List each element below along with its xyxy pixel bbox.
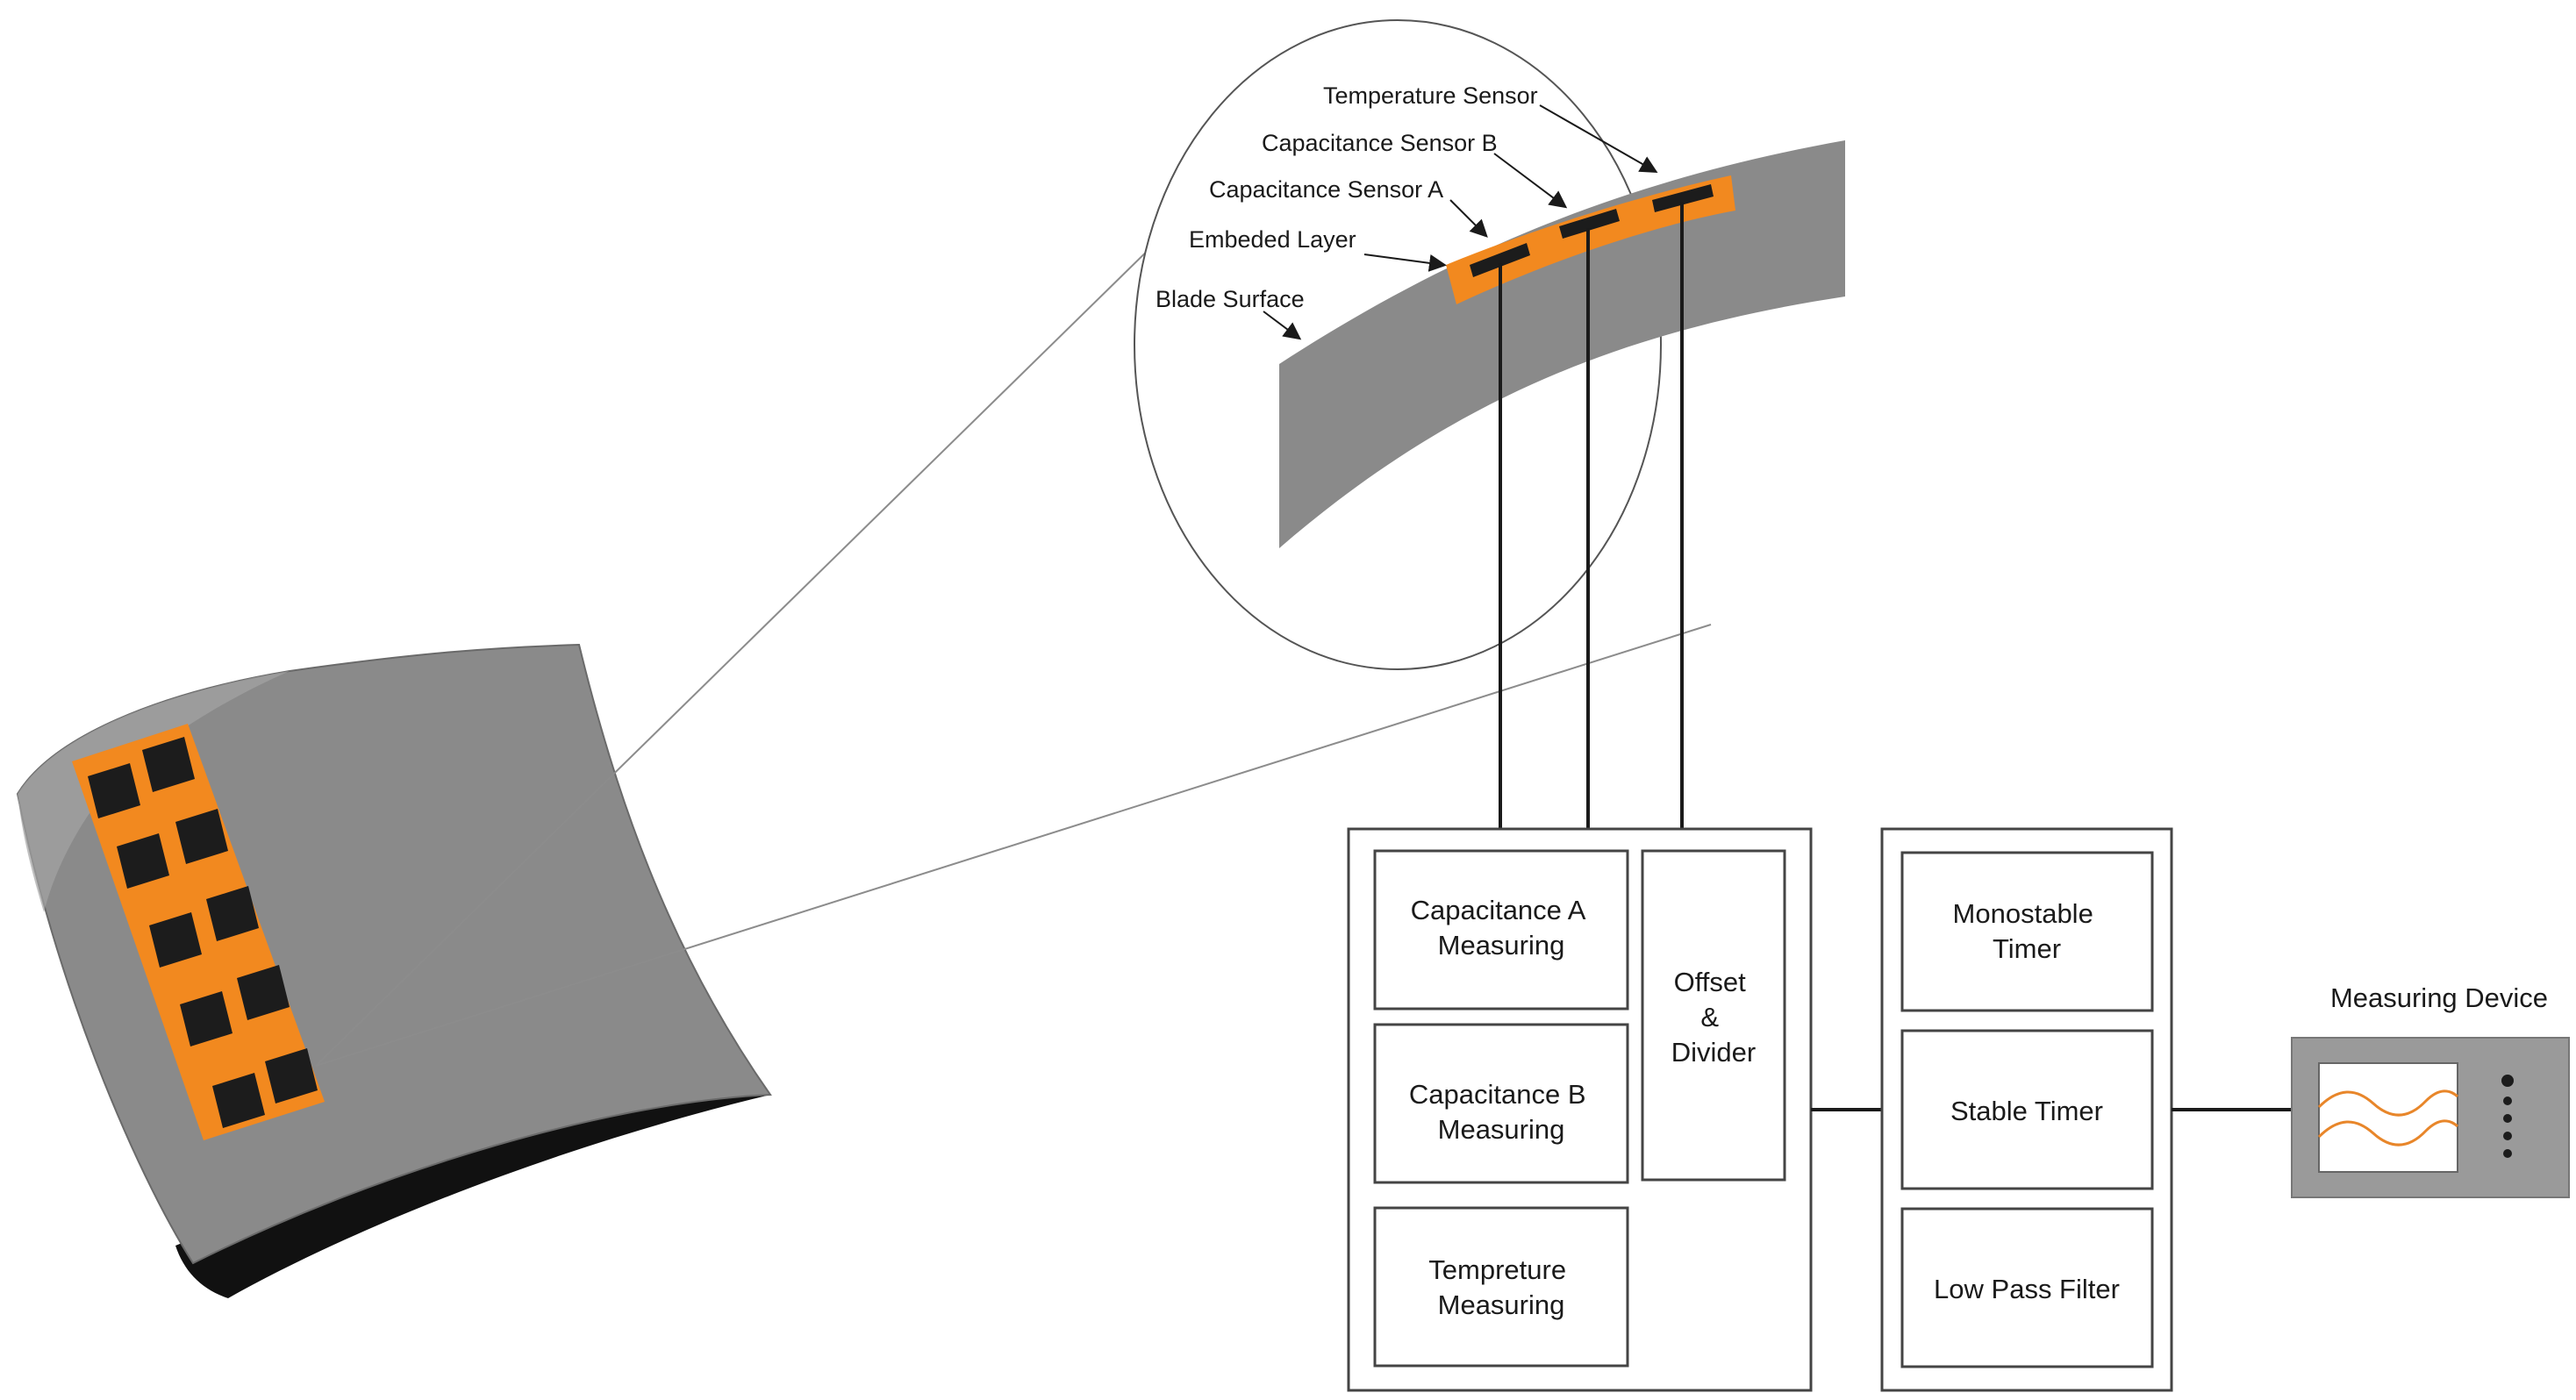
timer-module-labels: Monostable Timer Stable Timer Low Pass F… [1934,898,2120,1304]
zoom-capacitance-sensor-a [1470,243,1530,277]
device-button [2503,1114,2512,1123]
sensor-pad [175,809,228,864]
sensor-pad [212,1073,265,1128]
sensor-pads [88,737,318,1128]
zoom-blade-surface [1279,140,1845,548]
measuring-module [1347,827,1813,1392]
capacitance-b-box [1373,1023,1629,1184]
measuring-device-label: Measuring Device [2330,982,2548,1013]
signal-wave-upper [2317,1089,2458,1117]
low-pass-filter-box [1900,1207,2154,1368]
zoom-sensors [1470,184,1714,277]
device-button [2503,1132,2512,1140]
capacitance-a-label: Capacitance A Measuring [1411,895,1592,961]
measuring-device: Measuring Device [2291,982,2570,1198]
sensor-pad [117,833,169,889]
temperature-label: Tempreture Measuring [1428,1254,1573,1320]
low-pass-filter-label: Low Pass Filter [1934,1274,2120,1304]
callouts: Temperature Sensor Capacitance Sensor B … [1156,82,1658,340]
zoom-line-top [315,192,1207,1067]
timer-module [1880,827,2173,1392]
capacitance-a-box [1373,849,1629,1011]
label-capacitance-sensor-b: Capacitance Sensor B [1262,130,1498,156]
arrow-blade-surface [1263,311,1302,340]
signal-wave-lower [2317,1119,2458,1146]
monostable-timer-box [1900,851,2154,1012]
label-temperature-sensor: Temperature Sensor [1323,82,1538,109]
label-blade-surface: Blade Surface [1156,286,1305,312]
stable-timer-label: Stable Timer [1950,1096,2103,1126]
device-button [2501,1075,2514,1087]
sensor-pad [142,737,195,792]
sensor-pad [265,1048,318,1104]
sensor-wires [1499,202,1684,829]
sensor-pad [206,886,259,941]
label-capacitance-sensor-a: Capacitance Sensor A [1209,176,1443,203]
zoom-temperature-sensor [1652,184,1714,212]
arrow-capacitance-sensor-a [1449,199,1488,238]
arrow-temperature-sensor [1539,104,1658,173]
device-button [2503,1149,2512,1158]
sensor-pad [149,912,202,968]
zoom-line-bottom [315,624,1712,1067]
label-embeded-layer: Embeded Layer [1189,226,1356,253]
measuring-module-labels: Capacitance A Measuring Capacitance B Me… [1409,895,1756,1320]
capacitance-b-label: Capacitance B Measuring [1409,1079,1593,1145]
zoom-view [1134,19,1845,829]
sensor-pad [180,991,233,1046]
arrow-capacitance-sensor-b [1493,153,1568,209]
sensor-pad [88,763,140,818]
temperature-box [1373,1206,1629,1368]
zoom-projection [315,192,1712,1067]
offset-divider-box [1641,849,1786,1182]
monostable-timer-label: Monostable Timer [1953,898,2101,964]
arrow-embeded-layer [1363,254,1447,272]
device-screen [2318,1062,2458,1173]
offset-divider-label: Offset & Divider [1671,967,1756,1068]
blade-embedded-layer [72,724,325,1140]
zoom-capacitance-sensor-b [1559,209,1620,239]
device-buttons [2501,1075,2514,1158]
blade-sensor-array [72,724,325,1140]
blade-shadow [175,1095,770,1298]
device-button [2503,1096,2512,1105]
stable-timer-box [1900,1029,2154,1190]
sensor-pad [237,965,290,1020]
blade-highlight [18,671,290,912]
signal-waves [2317,1089,2458,1146]
